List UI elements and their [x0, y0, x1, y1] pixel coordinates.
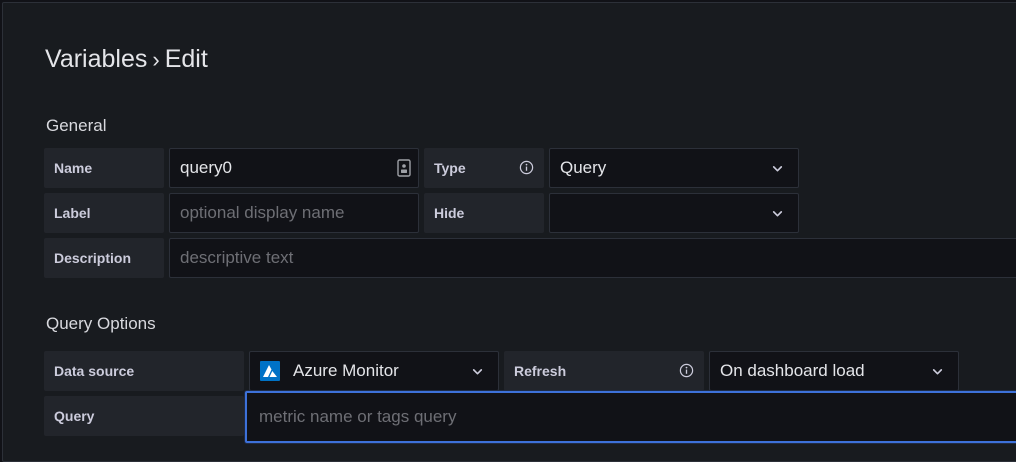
datasource-label: Data source	[44, 351, 244, 391]
datasource-select-value: Azure Monitor	[293, 361, 399, 380]
type-select-value: Query	[560, 158, 607, 177]
label-label-text: Label	[54, 205, 91, 221]
type-label: Type	[424, 148, 544, 188]
refresh-label: Refresh	[504, 351, 704, 391]
hide-label-text: Hide	[434, 205, 465, 221]
datasource-select[interactable]: Azure Monitor	[249, 351, 499, 391]
name-label: Name	[44, 148, 164, 188]
section-heading-general: General	[46, 116, 107, 135]
chevron-down-icon	[932, 369, 943, 375]
page-title: Variables›Edit	[45, 45, 208, 74]
label-label: Label	[44, 193, 164, 233]
breadcrumb-current: Edit	[164, 45, 208, 73]
description-label: Description	[44, 238, 164, 278]
info-icon[interactable]	[679, 363, 694, 378]
chevron-down-icon	[772, 166, 783, 172]
breadcrumb-parent[interactable]: Variables	[45, 45, 148, 73]
refresh-label-text: Refresh	[514, 363, 567, 379]
azure-monitor-icon	[260, 361, 280, 381]
label-input-placeholder: optional display name	[180, 203, 345, 222]
query-label: Query	[44, 396, 244, 436]
type-label-text: Type	[434, 160, 466, 176]
type-select[interactable]: Query	[549, 148, 799, 188]
hide-select[interactable]	[549, 193, 799, 233]
query-input[interactable]: metric name or tags query	[245, 391, 1016, 443]
description-input[interactable]: descriptive text	[169, 238, 1016, 278]
refresh-select-value: On dashboard load	[720, 361, 865, 380]
chevron-down-icon	[472, 369, 483, 375]
hide-label: Hide	[424, 193, 544, 233]
breadcrumb-separator: ›	[152, 47, 160, 72]
query-input-placeholder: metric name or tags query	[259, 407, 457, 426]
description-label-text: Description	[54, 250, 132, 266]
datasource-label-text: Data source	[54, 363, 135, 379]
name-input[interactable]: query0	[169, 148, 419, 188]
chevron-down-icon	[772, 211, 783, 217]
label-input[interactable]: optional display name	[169, 193, 419, 233]
query-label-text: Query	[54, 408, 95, 424]
keychain-icon[interactable]	[397, 159, 411, 177]
section-heading-query-options: Query Options	[46, 314, 156, 333]
name-input-value: query0	[180, 158, 232, 177]
name-label-text: Name	[54, 160, 93, 176]
refresh-select[interactable]: On dashboard load	[709, 351, 959, 391]
description-input-placeholder: descriptive text	[180, 248, 294, 267]
info-icon[interactable]	[519, 160, 534, 175]
